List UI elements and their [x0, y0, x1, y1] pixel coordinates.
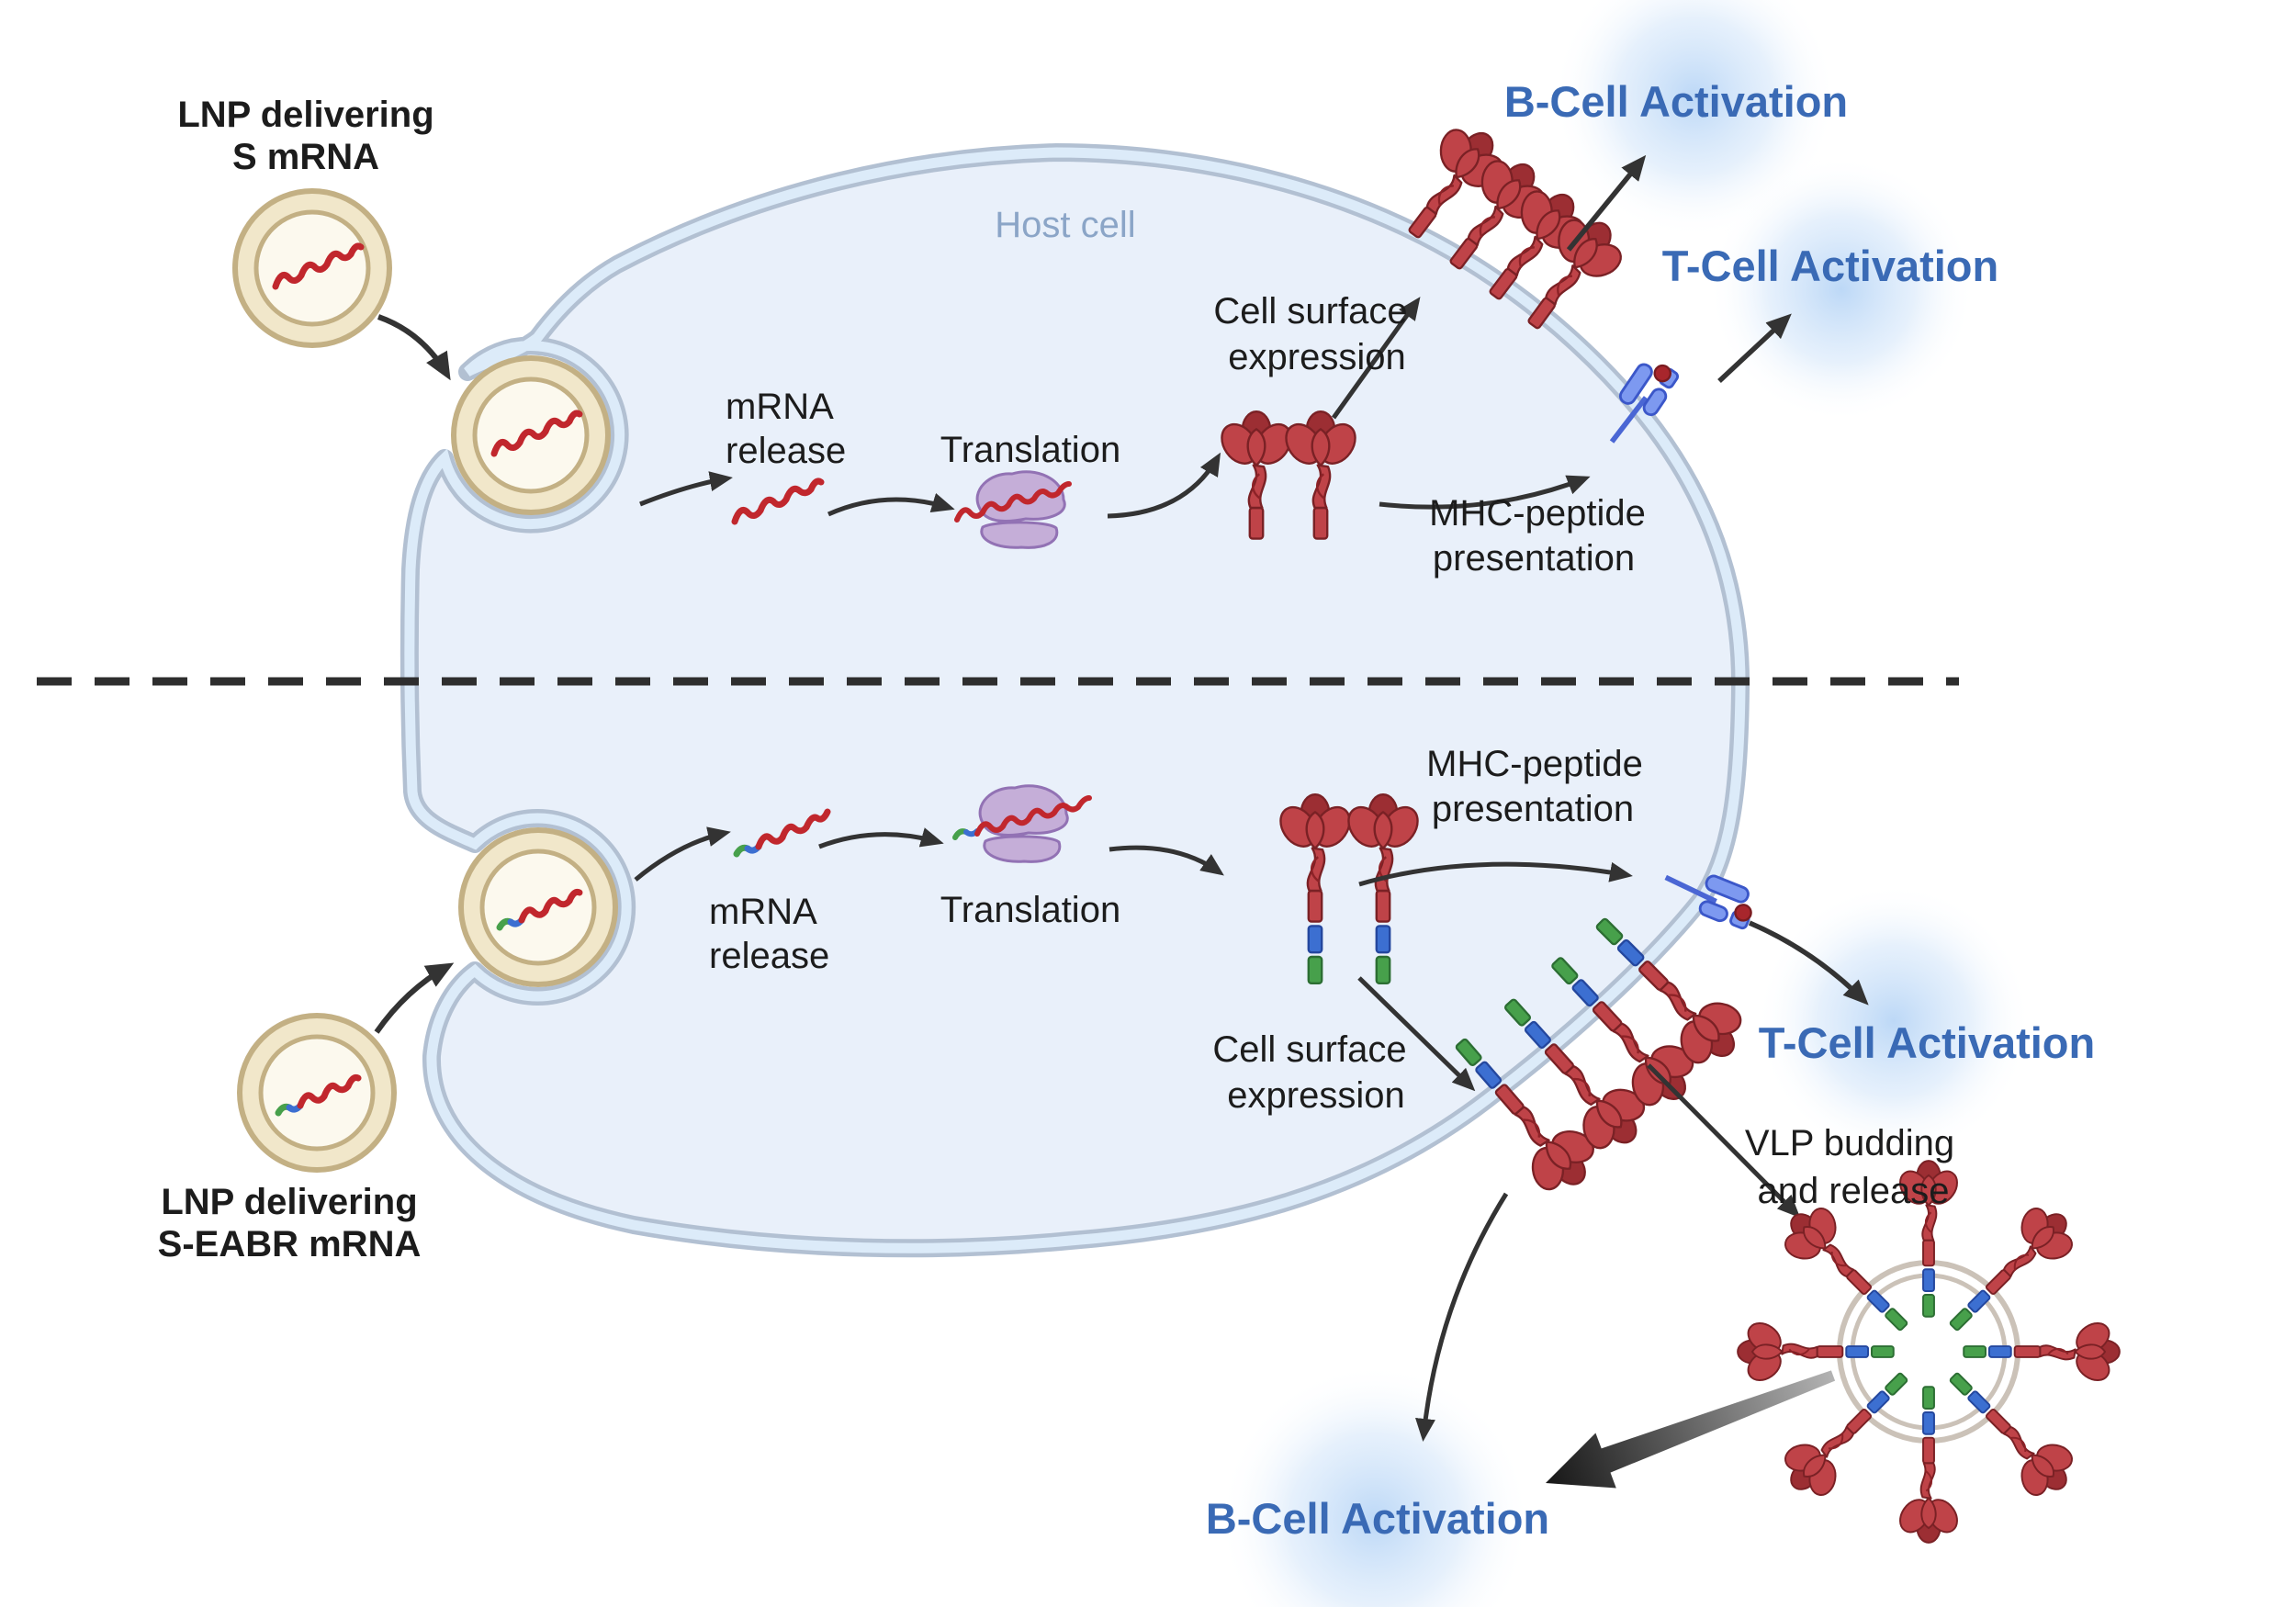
mrna-in-ribosome-bottom [952, 798, 1089, 840]
lnp-s-label-line2: S mRNA [232, 137, 379, 177]
lnp-eabr-label-line2: S-EABR mRNA [158, 1224, 422, 1264]
arrow-b-cell-top [1566, 154, 1647, 252]
arrow-mhc-bottom [1358, 861, 1633, 887]
host-cell-label: Host cell [995, 205, 1135, 245]
mhc-top-line1: MHC-peptide [1429, 493, 1646, 534]
arrow-t-cell-top [1717, 313, 1792, 384]
translation-bottom-label: Translation [940, 890, 1120, 930]
arrow-mrna-release-bottom [634, 826, 731, 882]
mrna-release-top-line2: release [726, 431, 846, 471]
cell-surface-top-line2: expression [1228, 337, 1405, 377]
top-pathway [235, 109, 1792, 549]
arrow-lnp-to-cell-top [377, 314, 451, 381]
mrna-release-bottom-line2: release [709, 936, 829, 976]
arrow-to-translation-bottom [818, 827, 944, 849]
mhc-bottom-line1: MHC-peptide [1426, 744, 1643, 784]
t-cell-activation-top: T-Cell Activation [1662, 242, 1998, 290]
host-cell [400, 143, 1750, 1258]
mrna-release-bottom-line1: mRNA [709, 892, 817, 932]
mrna-eabr-icon-bottom [733, 808, 831, 858]
arrow-to-spikes-bottom [1109, 845, 1224, 876]
lnp-eabr-in-pocket-icon [461, 830, 615, 984]
arrow-cell-surface-top [1331, 297, 1421, 420]
arrow-b-cell-bottom [1415, 1192, 1509, 1442]
arrow-vlp-budding [1647, 1063, 1801, 1219]
arrow-t-cell-bottom [1748, 920, 1869, 1006]
cell-surface-top-line1: Cell surface [1213, 291, 1407, 332]
mhc-bottom-line2: presentation [1432, 789, 1634, 829]
vlp-budding-line1: VLP budding [1745, 1123, 1954, 1163]
cell-surface-bottom-line1: Cell surface [1212, 1029, 1406, 1070]
vlp-icon [1738, 1161, 2120, 1543]
mrna-release-top-line1: mRNA [726, 387, 834, 427]
b-cell-activation-bottom: B-Cell Activation [1206, 1494, 1549, 1543]
arrow-mhc-top [1379, 475, 1591, 510]
arrow-to-translation-top [827, 492, 955, 517]
vlp-budding-line2: and release [1757, 1171, 1949, 1211]
mhc-top-line2: presentation [1433, 538, 1635, 579]
lnp-s-icon [235, 191, 389, 345]
arrow-mrna-release-top [639, 471, 733, 507]
lnp-eabr-label-line1: LNP delivering [161, 1182, 417, 1222]
arrow-cell-surface-bottom [1357, 976, 1476, 1092]
t-cell-activation-bottom: T-Cell Activation [1759, 1018, 2095, 1067]
b-cell-activation-top: B-Cell Activation [1504, 77, 1848, 126]
cell-surface-bottom-line2: expression [1227, 1075, 1404, 1116]
lnp-s-in-pocket-icon [454, 358, 608, 512]
glow-t-cell-bottom [1756, 883, 2032, 1159]
arrow-lnp-to-cell-bottom [374, 962, 455, 1034]
arrow-vlp-to-b-cell [1546, 1370, 1836, 1489]
translation-top-label: Translation [940, 430, 1120, 470]
glow-t-cell-top [1708, 156, 1975, 422]
arrow-to-spikes-top [1107, 452, 1221, 519]
bottom-pathway [240, 784, 2120, 1543]
ribosome-icon-top [975, 470, 1066, 549]
lnp-s-label-line1: LNP delivering [177, 95, 433, 135]
glow-b-cell-bottom [1219, 1364, 1531, 1607]
lnp-eabr-icon [240, 1016, 394, 1170]
cell-membrane-gap [404, 147, 1746, 1253]
